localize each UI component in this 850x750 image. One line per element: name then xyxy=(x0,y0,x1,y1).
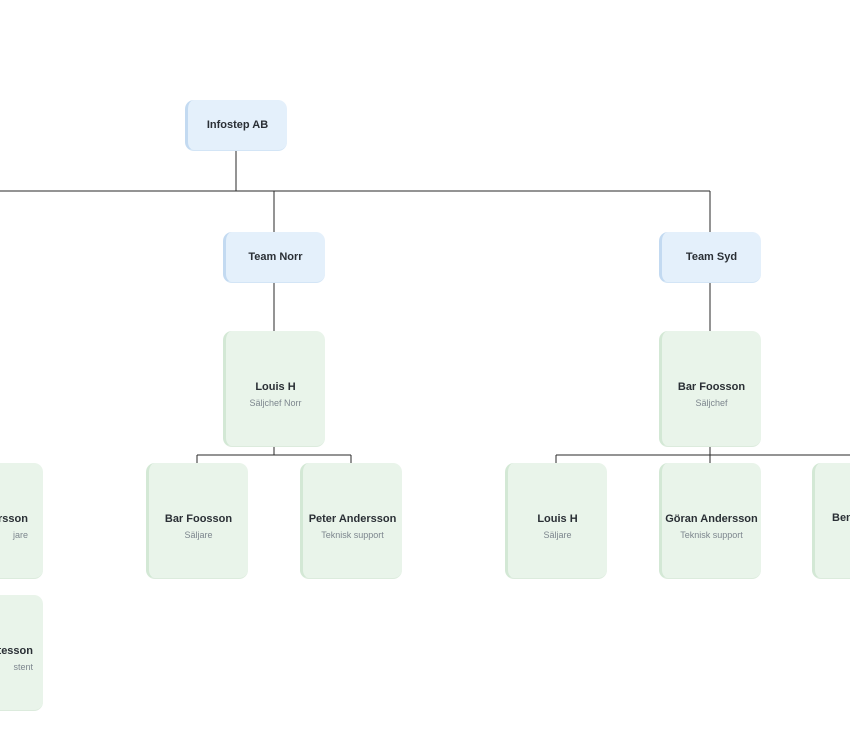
org-node-member[interactable]: Peter Andersson Teknisk support xyxy=(300,463,402,579)
node-role: Teknisk support xyxy=(321,530,384,540)
org-node-member-partial[interactable]: rsson jare xyxy=(0,463,43,579)
node-name: Team Syd xyxy=(685,251,738,263)
org-node-member[interactable]: Bar Foosson Säljare xyxy=(146,463,248,579)
org-node-lead-syd[interactable]: Bar Foosson Säljchef xyxy=(659,331,761,447)
org-node-member-partial[interactable]: Ben xyxy=(812,463,850,579)
node-name: Ben xyxy=(832,512,850,524)
node-role: Säljare xyxy=(543,530,572,540)
node-role: stent xyxy=(13,662,33,672)
node-role: Säljchef xyxy=(695,398,728,408)
node-role: Säljchef Norr xyxy=(249,398,302,408)
org-node-member-partial[interactable]: tesson stent xyxy=(0,595,43,711)
node-name: Louis H xyxy=(255,381,296,393)
node-name: Peter Andersson xyxy=(308,513,397,525)
org-node-root[interactable]: Infostep AB xyxy=(185,100,287,151)
org-node-lead-norr[interactable]: Louis H Säljchef Norr xyxy=(223,331,325,447)
node-role: Säljare xyxy=(184,530,213,540)
node-name: Infostep AB xyxy=(206,119,269,131)
org-node-member[interactable]: Louis H Säljare xyxy=(505,463,607,579)
node-name: Bar Foosson xyxy=(164,513,233,525)
org-node-team-syd[interactable]: Team Syd xyxy=(659,232,761,283)
node-name: Bar Foosson xyxy=(677,381,746,393)
node-name: Göran Andersson xyxy=(665,513,758,525)
node-name: Louis H xyxy=(537,513,578,525)
node-name: rsson xyxy=(0,513,28,525)
org-node-member[interactable]: Göran Andersson Teknisk support xyxy=(659,463,761,579)
node-name: tesson xyxy=(0,645,33,657)
node-role: jare xyxy=(12,530,28,540)
org-node-team-norr[interactable]: Team Norr xyxy=(223,232,325,283)
node-name: Team Norr xyxy=(248,251,303,263)
node-role: Teknisk support xyxy=(680,530,743,540)
